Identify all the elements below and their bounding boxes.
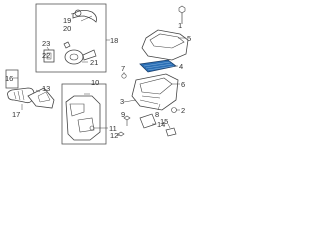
hose-part-20 bbox=[72, 10, 97, 23]
callout-12: 12 bbox=[110, 131, 118, 140]
leader-13 bbox=[35, 89, 41, 93]
leader-23 bbox=[46, 46, 50, 51]
callout-15: 15 bbox=[160, 117, 168, 126]
callout-8: 8 bbox=[155, 110, 159, 119]
callout-22: 22 bbox=[42, 51, 50, 60]
callout-16: 16 bbox=[5, 74, 13, 83]
intake-duct-rib-1 bbox=[13, 91, 17, 100]
part-16-box bbox=[5, 69, 19, 89]
callout-21: 21 bbox=[90, 58, 98, 67]
parts-diagram: 19 20 23 22 21 18 5 4 7 10 6 3 8 16 13 1… bbox=[0, 0, 200, 147]
bolt-part-9 bbox=[123, 115, 131, 121]
leader-3 bbox=[123, 99, 137, 103]
resonator-part-21-pipe bbox=[82, 49, 97, 61]
leader-15 bbox=[167, 123, 171, 129]
intake-duct-rib-2 bbox=[17, 90, 21, 101]
callout-4: 4 bbox=[179, 62, 183, 71]
callout-23: 23 bbox=[42, 39, 50, 48]
leader-19 bbox=[70, 12, 76, 15]
air-filter-element-pleats bbox=[143, 61, 175, 71]
callout-14: 14 bbox=[157, 120, 165, 129]
callout-9: 9 bbox=[121, 110, 125, 119]
callout-7: 7 bbox=[121, 64, 125, 73]
callout-13: 13 bbox=[42, 84, 50, 93]
intake-hose-group-box bbox=[35, 3, 107, 73]
leader-12 bbox=[116, 134, 121, 137]
leader-8 bbox=[157, 103, 161, 111]
lower-housing-group-box bbox=[61, 83, 107, 145]
bracket-part-23-slot bbox=[46, 52, 52, 60]
bracket-part-14 bbox=[139, 113, 157, 129]
intake-duct-part-13 bbox=[27, 87, 55, 109]
callout-2: 2 bbox=[181, 106, 185, 115]
parts-diagram-svg: 19 20 23 22 21 18 5 4 7 10 6 3 8 16 13 1… bbox=[5, 3, 191, 145]
lower-housing-part-10-duct bbox=[77, 117, 95, 133]
callout-17: 17 bbox=[12, 110, 20, 119]
leader-20 bbox=[80, 15, 93, 22]
air-cleaner-cover-part-3 bbox=[141, 29, 189, 61]
callout-3: 3 bbox=[120, 97, 124, 106]
bolt-part-22 bbox=[63, 41, 71, 49]
callout-11: 11 bbox=[109, 124, 117, 133]
air-cleaner-body-inner bbox=[139, 77, 173, 95]
intake-duct-part-13-inner bbox=[37, 91, 51, 103]
clip-part-15 bbox=[165, 127, 177, 137]
callout-5: 5 bbox=[187, 34, 191, 43]
air-cleaner-cover-top bbox=[149, 33, 185, 49]
callout-18: 18 bbox=[110, 36, 118, 45]
callout-10: 10 bbox=[91, 78, 99, 87]
callout-1: 1 bbox=[178, 21, 182, 30]
grommet-part-2 bbox=[171, 107, 177, 113]
bolt-part-7 bbox=[121, 73, 127, 79]
resonator-part-21-neck bbox=[69, 53, 79, 61]
lower-housing-part-10-inlet bbox=[69, 103, 85, 117]
callout-19: 19 bbox=[63, 16, 71, 25]
resonator-part-21 bbox=[64, 49, 84, 65]
bolt-part-1-head bbox=[178, 5, 186, 14]
callout-20: 20 bbox=[63, 24, 71, 33]
callout-6: 6 bbox=[181, 80, 185, 89]
air-cleaner-body-ribs bbox=[139, 95, 161, 105]
air-cleaner-body-part-6 bbox=[131, 73, 179, 111]
intake-duct-rib-3 bbox=[21, 89, 25, 101]
lower-housing-part-10 bbox=[65, 95, 101, 141]
